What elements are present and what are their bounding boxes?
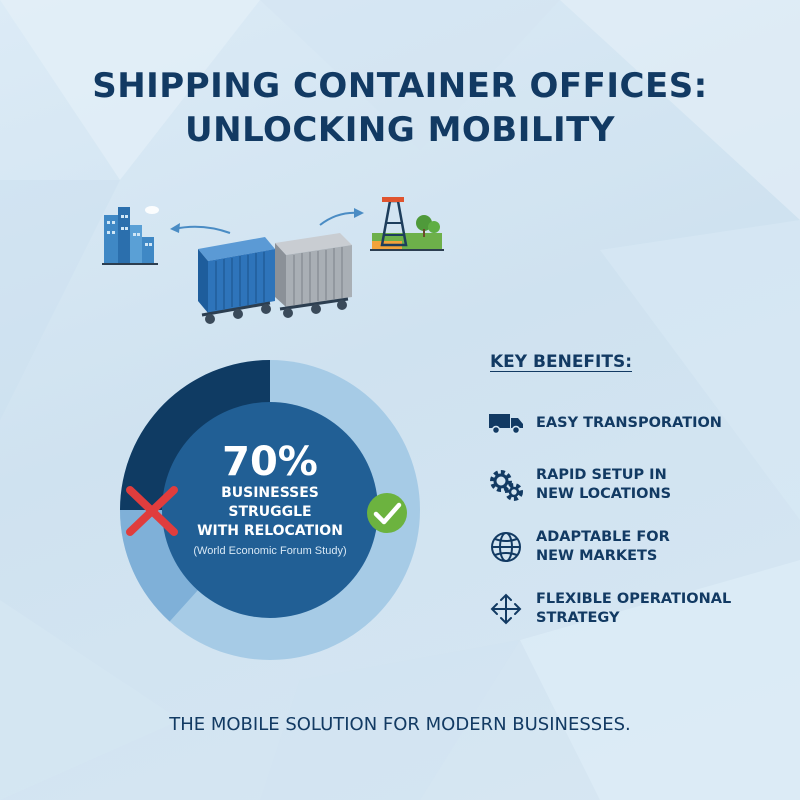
gears-icon — [488, 467, 524, 503]
oil-rig-icon — [370, 197, 444, 251]
globe-icon — [488, 529, 524, 565]
city-buildings-icon — [102, 206, 159, 265]
relocation-donut-chart — [120, 360, 420, 660]
red-cross-icon — [126, 486, 178, 536]
donut-inner-circle — [162, 402, 378, 618]
title-line-2: UNLOCKING MOBILITY — [185, 110, 615, 150]
key-benefits-panel: KEY BENEFITS: EASY TRANSPORATION — [488, 352, 788, 640]
benefit-label-line-2: NEW MARKETS — [536, 548, 658, 564]
green-check-icon — [367, 493, 407, 533]
tagline: THE MOBILE SOLUTION FOR MODERN BUSINESSE… — [169, 714, 631, 735]
donut-mid-segment — [120, 510, 204, 622]
arrow-left-icon — [173, 225, 231, 234]
benefit-label-line-1: RAPID SETUP IN — [536, 467, 667, 483]
benefit-label-line-1: FLEXIBLE OPERATIONAL — [536, 591, 732, 607]
key-benefits-heading: KEY BENEFITS: — [490, 352, 633, 372]
donut-label-line-2: STRUGGLE — [228, 504, 312, 520]
benefit-label-line-1: EASY TRANSPORATION — [536, 414, 722, 431]
blue-shipping-container-icon — [198, 237, 275, 324]
title-line-1: SHIPPING CONTAINER OFFICES: — [92, 66, 708, 106]
donut-label-line-3: WITH RELOCATION — [197, 523, 343, 539]
benefit-item-rapid-setup: RAPID SETUP IN NEW LOCATIONS — [488, 454, 788, 516]
struggle-percentage: 70% — [222, 439, 318, 485]
benefit-label-line-1: ADAPTABLE FOR — [536, 529, 670, 545]
hero-illustration — [102, 197, 444, 324]
move-arrows-icon — [488, 591, 524, 627]
donut-center-text: 70% BUSINESSES STRUGGLE WITH RELOCATION … — [170, 440, 370, 557]
benefit-label-line-2: STRATEGY — [536, 610, 620, 626]
benefit-item-flexible-strategy: FLEXIBLE OPERATIONAL STRATEGY — [488, 578, 788, 640]
benefit-label-line-2: NEW LOCATIONS — [536, 486, 672, 502]
donut-label-line-1: BUSINESSES — [221, 485, 319, 501]
benefit-item-new-markets: ADAPTABLE FOR NEW MARKETS — [488, 516, 788, 578]
grey-shipping-container-icon — [275, 233, 352, 318]
truck-icon — [488, 405, 524, 441]
donut-source-note: (World Economic Forum Study) — [193, 545, 347, 557]
benefit-item-transportation: EASY TRANSPORATION — [488, 392, 788, 454]
